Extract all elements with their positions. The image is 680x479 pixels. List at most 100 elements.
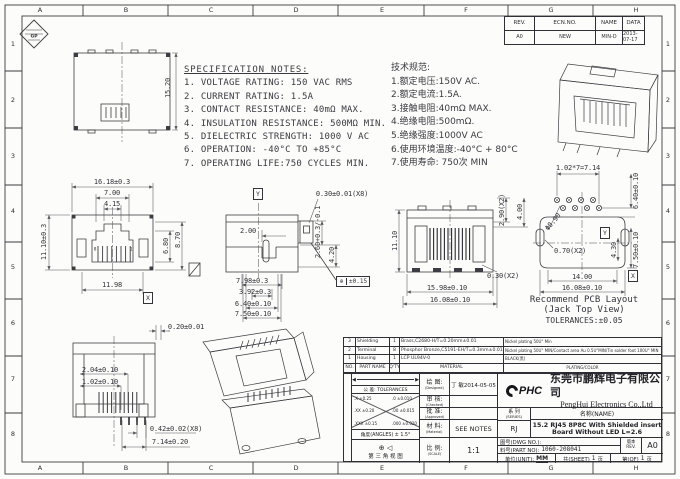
dim-label: 7.00: [103, 189, 121, 197]
tolerance-flag: ⊕ ±0.15: [336, 276, 371, 287]
row-label: 4: [665, 207, 671, 215]
mt-header: Q'TY: [390, 363, 400, 372]
view-marker-y: Y: [600, 227, 610, 239]
rev-header: REV.: [505, 17, 535, 31]
unit-row: 单位(UNIT): MM 共(SHEET) 1 页 第(OF) 1 页: [498, 454, 663, 463]
series-header: 系 列 (SERIES): [498, 408, 530, 421]
of-cell: 第(OF) 1 页: [611, 454, 663, 463]
part-no-row: 料号(PART NO): 1060-208041: [498, 446, 621, 454]
sheet-frame: [4, 4, 676, 475]
col-label: F: [464, 464, 468, 472]
col-label: A: [37, 6, 43, 14]
mt-cell: 1: [390, 338, 400, 347]
checked-label: 审 核:: [426, 395, 443, 403]
mt-cell: Nickel plating 50U" Min: [504, 338, 661, 347]
approved-label: 批 准:: [426, 407, 443, 415]
phc-logo-icon: [503, 382, 521, 399]
part-name: 15.2 RJ45 8P8C With Shielded insert Boar…: [531, 420, 663, 438]
col-label: E: [379, 6, 385, 14]
designed-row: 绘 图: (Designed) 丁 敏2014-05-05: [420, 374, 498, 396]
dim-label: 0.42±0.02(X8): [149, 425, 203, 433]
spec-line: 5. DIELECTRIC STRENGTH: 1000 V AC: [184, 132, 370, 143]
dim-label: 4.20: [328, 246, 336, 264]
material-row: 材 料: (Material) SEE NOTES: [420, 420, 498, 438]
arrow-line: [356, 379, 415, 380]
dim-label: 16.08±0.10: [561, 284, 603, 292]
row-label: 4: [10, 207, 16, 215]
name-header: NAME: [596, 17, 623, 31]
dim-label: 6.40±0.10: [632, 172, 640, 210]
part-no-value: 1060-208041: [541, 446, 582, 453]
dim-label: 1.02±0.10: [81, 378, 119, 386]
row-label: 2: [10, 96, 16, 104]
view-marker-y: Y: [253, 188, 263, 200]
dim-label: 7.50±0.10: [632, 231, 640, 269]
sheet-cell: 共(SHEET) 1 页: [556, 454, 611, 463]
dim-label: 2.90(X2): [498, 193, 506, 227]
mt-cell: 2: [344, 346, 356, 355]
row-label: 7: [665, 375, 671, 383]
ecn-header: ECN.NO.: [535, 17, 596, 31]
pcb-caption-line3: TOLERANCES:±0.05: [545, 315, 623, 325]
unit-label: 单位(UNIT):: [504, 456, 535, 463]
series-value: RJ: [510, 425, 518, 433]
company-name-en: PengHui Electronics Co.,Ltd: [560, 399, 653, 409]
ecn-value: NEW: [535, 30, 596, 44]
dimension-lines: [45, 52, 637, 451]
rev-label-en: REV.: [626, 444, 636, 450]
logo-text: PHC: [518, 384, 543, 397]
material-value: SEE NOTES: [455, 424, 492, 433]
tolerance-arrows: ◀ ▶: [352, 374, 420, 385]
designed-label: 绘 图:: [426, 378, 443, 386]
row-label: 8: [665, 430, 671, 438]
row-label: 3: [10, 152, 16, 160]
cn-line: 4.绝缘电阻:500mΩ.: [391, 117, 475, 128]
col-label: H: [633, 464, 639, 472]
mt-cell: Phosphor Bronze,C5191-EH/T=0.3mm±0.01: [400, 346, 504, 355]
checked-value: [450, 396, 497, 407]
col-label: C: [208, 464, 214, 472]
col-label: D: [293, 464, 299, 472]
col-label: B: [123, 464, 129, 472]
row-label: 5: [10, 263, 16, 271]
mt-cell: BLACK(黑): [504, 355, 661, 364]
view-marker-x: X: [143, 292, 153, 304]
dim-label: 8.70: [174, 231, 182, 249]
cn-line: 2.额定电流:1.5A.: [391, 90, 462, 101]
dim-label: 16.08±0.10: [429, 296, 471, 304]
pcb-layout-art: [535, 196, 630, 269]
tolerance-flag-value: ±0.15: [349, 278, 368, 285]
dim-label: 11.10: [391, 230, 399, 252]
dim-label: 0.30±0.01(X8): [315, 190, 369, 198]
rev-value: A0: [505, 30, 535, 44]
scale-label: 比 例:: [426, 444, 443, 452]
spec-line: 6. OPERATION: -40°C TO +85°C: [184, 145, 342, 156]
materials-table: 3 Shielding 1 Brass,C2680-H/T=0.20mm±0.0…: [343, 337, 662, 373]
col-label: C: [208, 6, 214, 14]
dwg-no-row: 图号(DWG NO.):: [498, 438, 621, 446]
dim-label: 6.80: [162, 237, 170, 255]
unit-cell: 单位(UNIT): MM: [498, 454, 556, 463]
row-label: 8: [10, 430, 16, 438]
dim-label: 7.14±0.20: [151, 438, 189, 446]
mt-header: MATERIAL: [400, 363, 504, 372]
mt-cell: Nickel plating 50U" MIN/Contact area Au …: [504, 347, 661, 355]
mt-header: NO.: [344, 363, 356, 372]
unit-value: MM: [536, 454, 549, 463]
sheet-value: 1: [591, 455, 596, 462]
spec-line: 7. OPERATING LIFE:750 CYCLES MIN.: [184, 158, 370, 169]
arrow-right-icon: ▶: [415, 376, 419, 383]
cn-line: 1.额定电压:150V AC.: [391, 76, 480, 87]
spec-line: 4. INSULATION RESISTANCE: 500MΩ MIN.: [184, 118, 387, 129]
tolerance-title: 公 差: TOLERANCES: [352, 385, 420, 393]
series-label: 系 列: [508, 408, 520, 415]
pin-number: 1: [129, 247, 133, 253]
spec-line: 2. CURRENT RATING: 1.5A: [184, 91, 314, 102]
date-header: DATA: [623, 17, 644, 31]
of-value: 1: [640, 455, 645, 462]
centerlines: [112, 42, 632, 448]
dim-label: 4.00: [516, 203, 524, 221]
sheet-label: 共(SHEET): [563, 456, 590, 463]
view-marker-x: X: [628, 270, 638, 282]
